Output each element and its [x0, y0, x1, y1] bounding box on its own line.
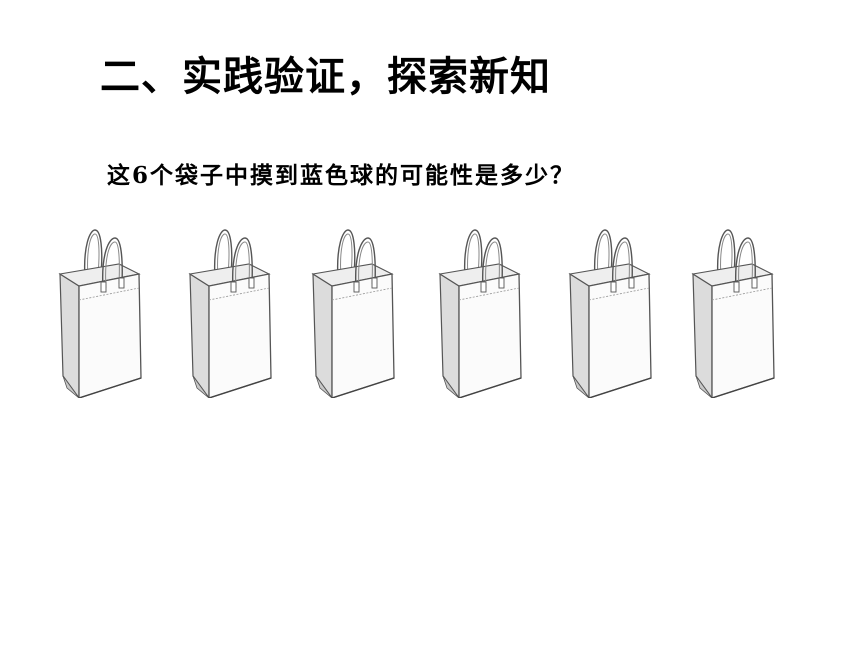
shopping-bag-icon: [187, 226, 275, 398]
shopping-bag-icon: [567, 226, 655, 398]
question-text: 这6个袋子中摸到蓝色球的可能性是多少？: [107, 162, 576, 189]
shopping-bag-icon: [310, 226, 398, 398]
shopping-bag-icon: [437, 226, 525, 398]
page-title: 二、实践验证，探索新知: [100, 54, 551, 100]
shopping-bag-icon: [690, 226, 778, 398]
shopping-bag-icon: [57, 226, 145, 398]
